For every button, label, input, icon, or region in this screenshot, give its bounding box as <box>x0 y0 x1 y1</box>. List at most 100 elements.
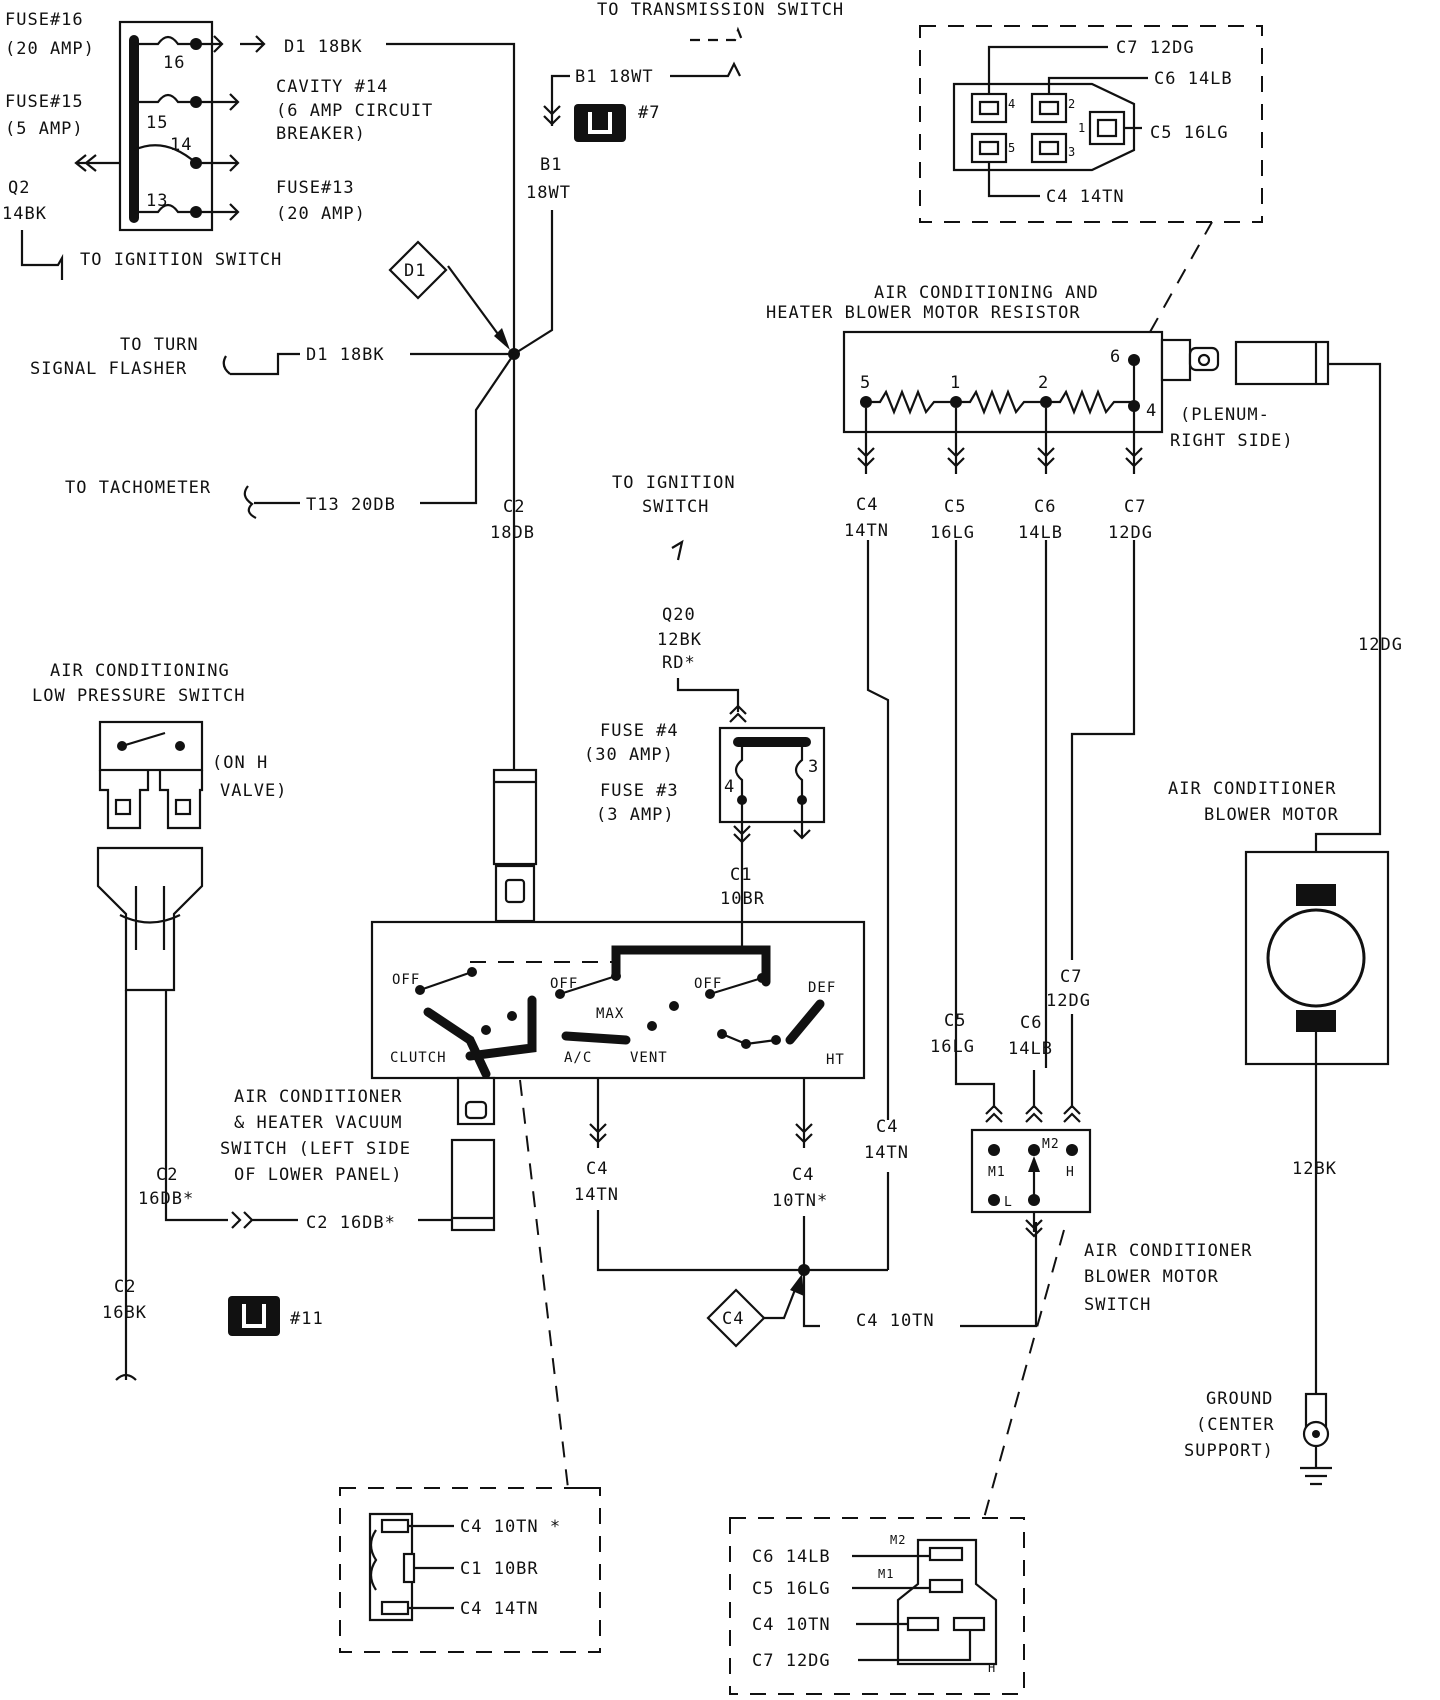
q20-gauge: 12BK <box>657 630 702 650</box>
c4-ac-label: C4 <box>586 1159 608 1179</box>
fuse13-rating: (20 AMP) <box>276 204 366 224</box>
resistor-detail-leader <box>1149 221 1213 333</box>
c4-splice-arrow <box>764 1281 800 1320</box>
fuse-pin-14: 14 <box>170 135 192 155</box>
q2-wire <box>20 230 64 280</box>
ground-symbol <box>1300 1392 1332 1486</box>
fuse34-connector-top <box>729 704 747 723</box>
blower-motor-title-2: BLOWER MOTOR <box>1204 805 1339 825</box>
c4-right-gauge: 14TN <box>864 1143 909 1163</box>
c4-splice-point <box>798 1264 810 1276</box>
q20-wire <box>676 678 740 712</box>
resistor-pin-6: 6 <box>1110 347 1121 367</box>
sd-wire-c6: C6 14LB <box>752 1547 831 1567</box>
c2-lower-connector <box>231 1211 298 1229</box>
bs-pin-m2: M2 <box>1042 1137 1060 1152</box>
d1-wire-top: D1 18BK <box>284 37 363 57</box>
blower-motor <box>1244 850 1390 1066</box>
low-pressure-switch <box>96 720 204 992</box>
vac-ac: A/C <box>564 1050 592 1066</box>
c1-label: C1 <box>730 865 752 885</box>
rd-pin-4: 4 <box>1008 97 1016 111</box>
resistor-outputs <box>857 408 1143 474</box>
vac-max: MAX <box>596 1006 624 1022</box>
rd-wire-c5: C5 16LG <box>1150 123 1229 143</box>
b1-wire-lower <box>513 210 554 355</box>
vd-wire-3: C4 14TN <box>460 1599 539 1619</box>
c7-lower-label: C7 <box>1060 967 1082 987</box>
res-wire-c5: C5 <box>944 497 966 517</box>
vac-detail-connector <box>368 1512 454 1622</box>
vac-off-1: OFF <box>392 972 420 988</box>
b1-wire-upper <box>550 74 570 126</box>
sd-wire-c4: C4 10TN <box>752 1615 831 1635</box>
sd-pin-m2: M2 <box>890 1533 906 1547</box>
cavity14-desc1: (6 AMP CIRCUIT <box>276 101 433 121</box>
res-wire-c4-gauge: 14TN <box>844 521 889 541</box>
c7-lower-gauge: 12DG <box>1046 991 1091 1011</box>
c2-connector-icon <box>228 1296 280 1336</box>
lps-note-2: VALVE) <box>220 781 287 801</box>
vac-clutch: CLUTCH <box>390 1050 447 1066</box>
bs-title-1: AIR CONDITIONER <box>1084 1241 1253 1261</box>
bs-pin-h: H <box>1066 1165 1075 1180</box>
lps-note-1: (ON H <box>212 753 268 773</box>
c5-lower-gauge: 16LG <box>930 1037 975 1057</box>
b1-connector-icon <box>574 104 626 142</box>
c4-right-wire <box>866 540 890 1270</box>
fuse34-block: 4 3 <box>718 726 826 844</box>
sd-wire-c5: C5 16LG <box>752 1579 831 1599</box>
fuse4-label: FUSE #4 <box>600 721 679 741</box>
blower-wire-top: 12DG <box>1358 635 1403 655</box>
fuse-pin-16: 16 <box>163 53 185 73</box>
q2-gauge: 14BK <box>2 204 47 224</box>
c2-lower-label: C2 <box>156 1165 178 1185</box>
blower-wire-bottom: 12BK <box>1292 1159 1337 1179</box>
fuse16-label: FUSE#16 <box>5 10 84 30</box>
resistor-detail-connector <box>952 45 1148 198</box>
c7-wire <box>1070 540 1136 960</box>
vac-ht: HT <box>826 1052 845 1068</box>
vd-wire-2: C1 10BR <box>460 1559 539 1579</box>
blower-motor-title-1: AIR CONDITIONER <box>1168 779 1337 799</box>
ground-label-3: SUPPORT) <box>1184 1441 1274 1461</box>
b1-top-label: B1 18WT <box>575 67 654 87</box>
fuse3-pin: 3 <box>808 757 819 777</box>
rd-pin-2: 2 <box>1068 97 1076 111</box>
vac-off-2: OFF <box>550 976 578 992</box>
c4-ac-gauge: 14TN <box>574 1185 619 1205</box>
resistor-pin-5: 5 <box>860 373 871 393</box>
resistor-location-2: RIGHT SIDE) <box>1170 431 1294 451</box>
cavity14-desc2: BREAKER) <box>276 124 366 144</box>
ground-label-2: (CENTER <box>1196 1415 1275 1435</box>
vac-title-1: AIR CONDITIONER <box>234 1087 403 1107</box>
turn-signal-wire-stub <box>222 352 300 376</box>
sd-wire-c7: C7 12DG <box>752 1651 831 1671</box>
transmission-switch-label: TO TRANSMISSION SWITCH <box>597 0 844 20</box>
resistor-pin-1: 1 <box>950 373 961 393</box>
fuse3-label: FUSE #3 <box>600 781 679 801</box>
blower-resistor <box>842 330 1330 434</box>
vac-title-3: SWITCH (LEFT SIDE <box>220 1139 411 1159</box>
c6-lower-label: C6 <box>1020 1013 1042 1033</box>
ac-output <box>589 1078 607 1148</box>
q20-label: Q20 <box>662 605 696 625</box>
rd-pin-1: 1 <box>1078 121 1086 135</box>
d1-splice-arrow <box>447 265 507 346</box>
clutch-connector <box>450 1138 496 1232</box>
res-wire-c4: C4 <box>856 495 878 515</box>
turn-signal-label-2: SIGNAL FLASHER <box>30 359 187 379</box>
bs-pin-l: L <box>1004 1195 1013 1210</box>
c4-wires <box>596 1210 888 1328</box>
rd-wire-c4: C4 14TN <box>1046 187 1125 207</box>
resistor-location-1: (PLENUM- <box>1180 405 1270 425</box>
vac-def: DEF <box>808 980 836 996</box>
switch-detail-connector <box>852 1538 998 1666</box>
vd-wire-1: C4 10TN * <box>460 1517 561 1537</box>
tach-wire-stub <box>243 485 300 519</box>
turn-signal-wire: D1 18BK <box>306 345 385 365</box>
ign2-label-2: SWITCH <box>642 497 709 517</box>
d1-splice-diamond <box>388 240 448 300</box>
res-wire-c6: C6 <box>1034 497 1056 517</box>
